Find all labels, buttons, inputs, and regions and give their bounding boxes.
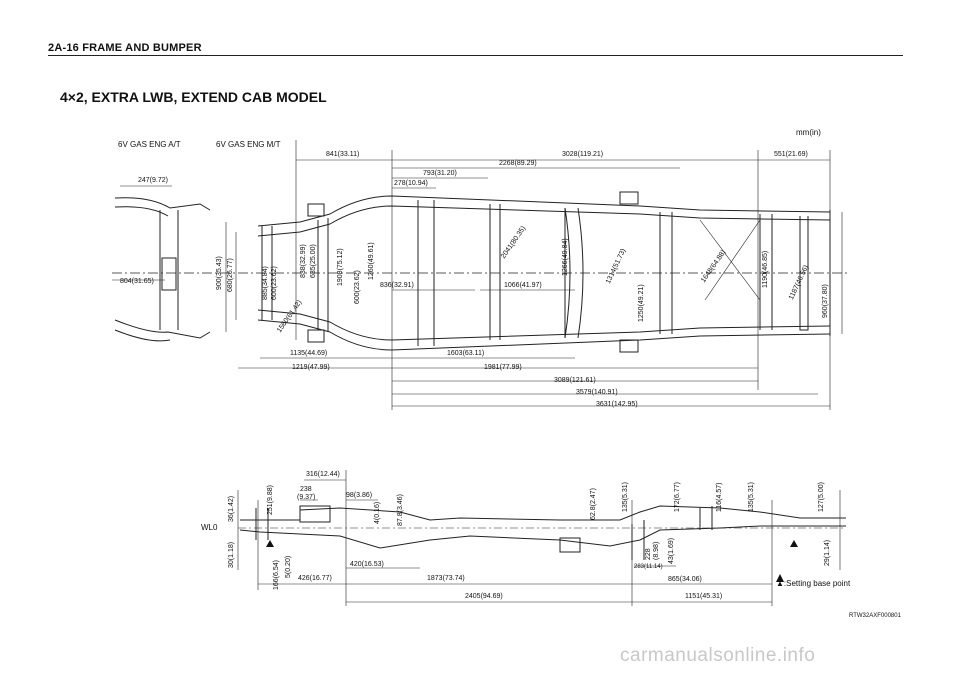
- dim-960: 960(37.80): [822, 284, 829, 318]
- wl0-label: WL0: [201, 523, 218, 532]
- setting-point-icon: ▲: [776, 579, 784, 588]
- dim-135b: 135(5.31): [748, 482, 755, 512]
- dim-635: 635(25.00): [310, 244, 317, 278]
- dim-5: 5(0.20): [285, 555, 292, 578]
- dim-1603: 1603(63.11): [447, 350, 485, 357]
- dim-1250: 1250(49.21): [638, 284, 645, 322]
- dim-1260: 1260(49.61): [368, 242, 375, 280]
- dim-238b: (9.37): [297, 494, 316, 501]
- variant-label-mt: 6V GAS ENG M/T: [216, 140, 281, 149]
- dim-1266: 1266(49.84): [562, 238, 569, 276]
- dim-98: 98(3.86): [346, 492, 373, 499]
- dim-551: 551(21.69): [774, 151, 808, 158]
- dim-1066: 1066(41.97): [504, 282, 542, 289]
- dim-30: 30(1.18): [228, 541, 235, 568]
- header-rule: [48, 55, 903, 56]
- dim-900: 900(35.43): [216, 256, 223, 290]
- dim-1219: 1219(47.99): [292, 364, 330, 371]
- dim-1908: 1908(75.12): [337, 248, 344, 286]
- legend: ▲:Setting base point: [776, 579, 850, 588]
- dim-166: 166(6.54): [273, 560, 280, 590]
- dim-793: 793(31.20): [423, 170, 457, 177]
- dim-251: 251(9.88): [267, 485, 274, 515]
- dim-1151: 1151(45.31): [685, 593, 723, 600]
- dim-2405: 2405(94.69): [465, 593, 503, 600]
- dim-29: 29(1.14): [824, 539, 831, 566]
- dim-4: 4(0.16): [374, 501, 381, 524]
- dim-127: 127(5.00): [818, 482, 825, 512]
- dim-87: 87.8(3.46): [397, 494, 404, 526]
- dim-841: 841(33.11): [326, 151, 360, 158]
- dim-36: 36(1.42): [228, 495, 235, 522]
- variant-label-at: 6V GAS ENG A/T: [118, 140, 181, 149]
- dim-135a: 135(5.31): [622, 482, 629, 512]
- dim-865: 865(34.06): [668, 576, 702, 583]
- figure-code: RTW32AXF000801: [849, 613, 901, 619]
- dim-278: 278(10.94): [394, 180, 428, 187]
- legend-text: :Setting base point: [783, 579, 851, 588]
- dim-2268: 2268(89.29): [499, 160, 537, 167]
- dim-804: 804(31.65): [120, 278, 154, 285]
- dim-316: 316(12.44): [306, 471, 340, 478]
- dim-836: 836(32.91): [380, 282, 414, 289]
- watermark: carmanualsonline.info: [620, 645, 816, 666]
- dim-116: 116(4.57): [716, 482, 723, 512]
- dim-172: 172(6.77): [674, 482, 681, 512]
- page-title: 4×2, EXTRA LWB, EXTEND CAB MODEL: [60, 89, 327, 105]
- dim-1981: 1981(77.99): [484, 364, 522, 371]
- dim-1190: 1190(46.85): [762, 250, 769, 288]
- dim-247: 247(9.72): [138, 177, 168, 184]
- dim-283: 283(11.14): [634, 564, 663, 570]
- dim-680: 680(26.77): [227, 258, 234, 292]
- dim-228: 228: [645, 548, 652, 560]
- dim-426: 426(16.77): [298, 575, 332, 582]
- dim-1135: 1135(44.69): [290, 350, 328, 357]
- dim-885: 885(34.84): [262, 266, 269, 300]
- dim-600a: 600(23.62): [271, 266, 278, 300]
- dim-3631: 3631(142.95): [596, 401, 638, 408]
- dim-43: 43(1.69): [668, 537, 675, 564]
- dim-1873: 1873(73.74): [427, 575, 465, 582]
- unit-label: mm(in): [796, 128, 821, 137]
- dim-3089: 3089(121.61): [554, 377, 596, 384]
- dim-838: 838(32.99): [300, 244, 307, 278]
- dim-238a: 238: [300, 486, 312, 493]
- dim-62: 62.8(2.47): [590, 488, 597, 520]
- dim-420: 420(16.53): [350, 561, 384, 568]
- dim-3579: 3579(140.91): [576, 389, 618, 396]
- dim-600b: 600(23.62): [354, 270, 361, 304]
- dim-8: (8.98): [653, 541, 660, 560]
- dim-3028: 3028(119.21): [562, 151, 604, 158]
- page-header: 2A-16 FRAME AND BUMPER: [48, 42, 202, 54]
